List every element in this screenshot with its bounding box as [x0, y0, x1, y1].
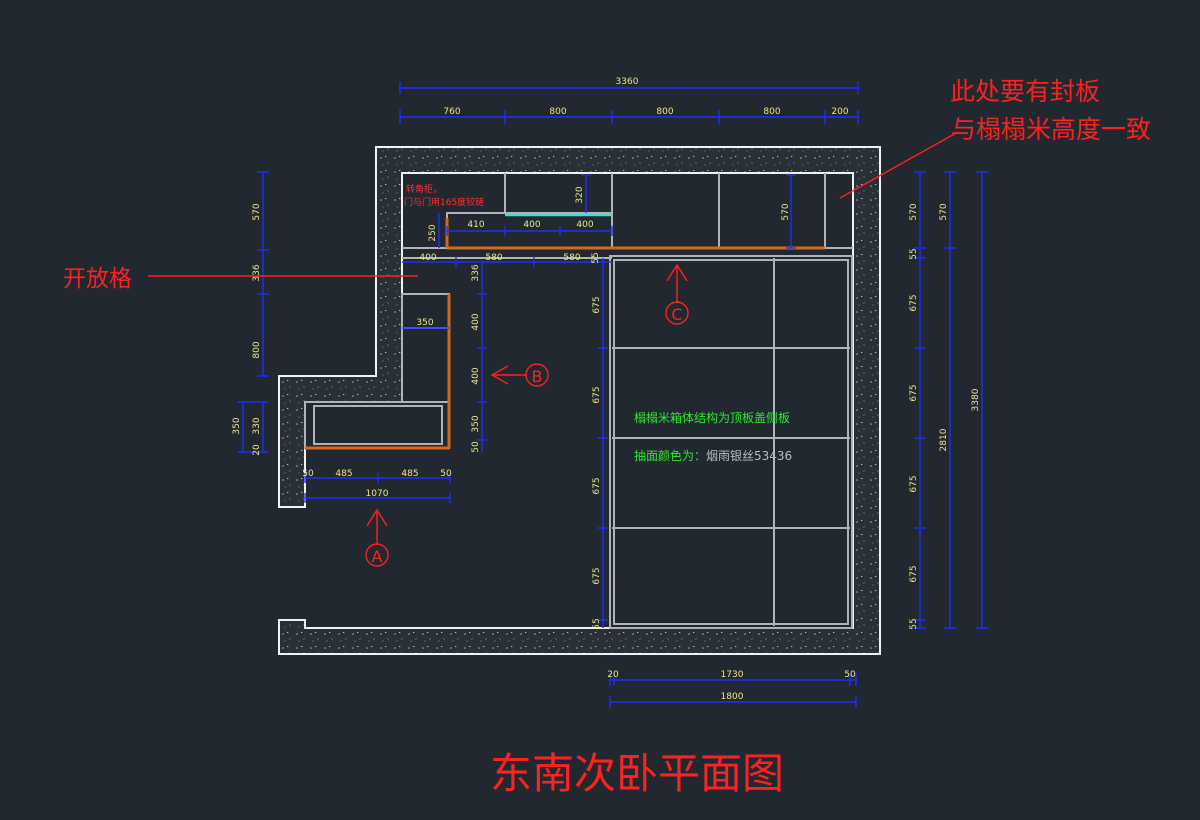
dimension-lines [238, 82, 988, 708]
note-tatami-structure: 榻榻米箱体结构为顶板盖侧板 [634, 410, 790, 425]
note-corner-cabinet-line2: 门与门用165度铰链 [404, 196, 484, 208]
dim-br-1: 20 [607, 670, 619, 680]
view-marker-b: B [490, 363, 549, 387]
dim-bl-4: 50 [440, 469, 452, 479]
view-marker-a: A [365, 508, 389, 567]
dim-top-seg-4: 800 [763, 107, 780, 117]
dim-cab-seg-1: 410 [467, 220, 484, 230]
dim-left-800: 800 [252, 341, 262, 358]
dim-rc1-6: 675 [909, 565, 919, 582]
wall-outline [278, 146, 881, 655]
dim-left-330: 330 [252, 417, 262, 434]
dim-left-350: 350 [232, 417, 242, 434]
dim-tatami-2: 675 [592, 386, 602, 403]
dim-left-570: 570 [252, 203, 262, 220]
dim-br-total: 1800 [721, 692, 744, 702]
dim-rc1-1: 570 [909, 203, 919, 220]
dim-top-seg-1: 760 [443, 107, 460, 117]
view-marker-c: C [665, 263, 689, 325]
dim-top-seg-2: 800 [549, 107, 566, 117]
dimension-labels: 3360 760 800 800 800 200 320 570 250 410… [232, 77, 981, 702]
view-marker-a-label: A [372, 547, 383, 566]
dim-inner-50: 50 [471, 441, 481, 453]
dim-rc1-7: 55 [909, 618, 919, 629]
dim-tatami-5: 55 [592, 618, 602, 629]
dim-rc2-1: 570 [939, 203, 949, 220]
view-marker-b-label: B [532, 367, 543, 386]
dim-bl-3: 485 [401, 469, 418, 479]
dim-inner-350: 350 [471, 415, 481, 432]
dim-top-seg-5: 200 [831, 107, 848, 117]
dim-bl-2: 485 [335, 469, 352, 479]
drawing-title: 东南次卧平面图 [490, 749, 784, 798]
tatami-grid [609, 255, 853, 629]
dim-left-20: 20 [252, 444, 262, 456]
dim-rc1-4: 675 [909, 384, 919, 401]
note-seal-panel-line1: 此处要有封板 [950, 77, 1100, 106]
note-drawer-color-prefix: 抽面颜色为： [634, 448, 706, 463]
dim-cab-seg-3: 400 [576, 220, 593, 230]
walls [278, 146, 881, 655]
dim-left-336: 336 [252, 264, 262, 281]
dim-inner-400a: 400 [471, 313, 481, 330]
dim-rc1-3: 675 [909, 294, 919, 311]
note-open-shelf: 开放格 [63, 266, 132, 292]
dim-inner-400b: 400 [471, 367, 481, 384]
dim-tatami-1: 675 [592, 296, 602, 313]
dim-row2-1: 400 [419, 253, 436, 263]
note-drawer-color-value: 烟雨银丝53436 [706, 449, 792, 463]
note-drawer-color: 抽面颜色为：烟雨银丝53436 [634, 448, 792, 463]
dim-br-3: 50 [844, 670, 856, 680]
dim-row2-3: 580 [563, 253, 580, 263]
note-seal-panel-line2: 与榻榻米高度一致 [951, 115, 1151, 144]
dim-row2-4: 55 [591, 252, 601, 263]
view-marker-c-label: C [671, 305, 682, 324]
dim-bl-1: 50 [302, 469, 314, 479]
note-corner-cabinet-line1: 转角柜， [406, 183, 442, 195]
annotations: 此处要有封板 与榻榻米高度一致 开放格 转角柜， 门与门用165度铰链 榻榻米箱… [63, 77, 1151, 463]
dim-inner-336: 336 [471, 264, 481, 281]
dim-cab-570: 570 [781, 203, 791, 220]
dim-right-total: 3380 [971, 388, 981, 411]
dim-row2-2: 580 [485, 253, 502, 263]
dim-tatami-3: 675 [592, 477, 602, 494]
dim-rc2-2: 2810 [939, 428, 949, 451]
dim-cab-seg-2: 400 [523, 220, 540, 230]
dim-rc1-5: 675 [909, 475, 919, 492]
dim-w350: 350 [416, 318, 433, 328]
dim-cab-320: 320 [575, 186, 585, 203]
dim-tatami-4: 675 [592, 567, 602, 584]
dim-bl-total: 1070 [366, 489, 389, 499]
dim-br-2: 1730 [721, 670, 744, 680]
dim-top-seg-3: 800 [656, 107, 673, 117]
dim-top-total: 3360 [616, 77, 639, 87]
dim-cab-250: 250 [428, 224, 438, 241]
dim-rc1-2: 55 [909, 248, 919, 259]
